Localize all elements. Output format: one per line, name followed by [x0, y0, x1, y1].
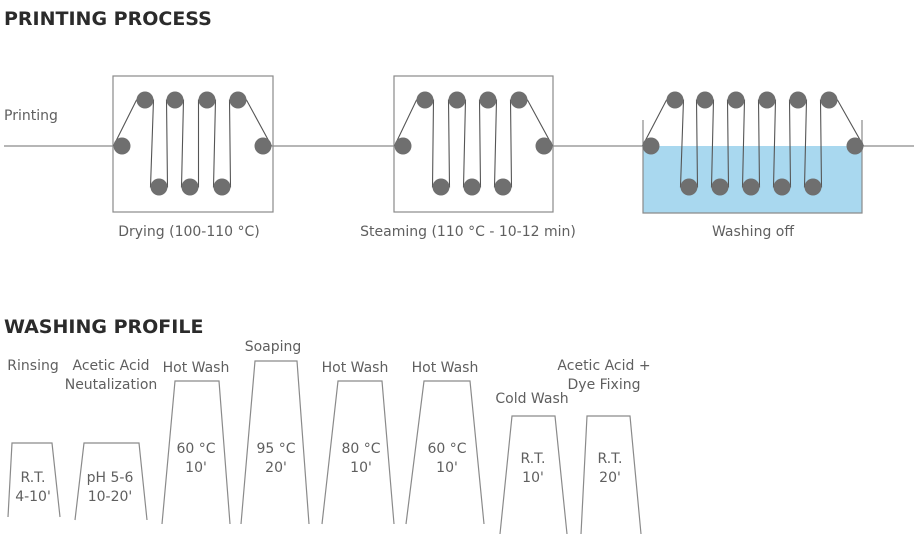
washing-step-condition: 20': [599, 470, 621, 486]
entry-roller: [394, 137, 412, 155]
washing-step-condition: 4-10': [15, 489, 51, 505]
exit-roller: [535, 137, 553, 155]
drying-rollers: [113, 91, 272, 196]
steaming-chamber: [393, 75, 554, 213]
washing-step-name: Hot Wash: [163, 360, 230, 376]
entry-roller: [642, 137, 660, 155]
bottom-roller: [773, 178, 791, 196]
washing-step-condition: R.T.: [597, 451, 622, 467]
top-roller: [479, 91, 497, 109]
bottom-roller: [181, 178, 199, 196]
washing-step-condition: 20': [265, 460, 287, 476]
printing-process-title: PRINTING PROCESS: [4, 8, 212, 30]
top-roller: [166, 91, 184, 109]
washing-off-label: Washing off: [712, 224, 794, 240]
steaming-rollers: [394, 91, 553, 196]
printing-input-label: Printing: [4, 108, 58, 124]
washing-step-name: Hot Wash: [322, 360, 389, 376]
bottom-roller: [463, 178, 481, 196]
washing-step-outline: [74, 442, 148, 521]
washing-step-outline: [580, 415, 642, 535]
top-roller: [666, 91, 684, 109]
exit-roller: [254, 137, 272, 155]
washing-step-name: Neutalization: [65, 377, 158, 393]
top-roller: [229, 91, 247, 109]
washing-step-condition: 95 °C: [256, 441, 295, 457]
top-roller: [198, 91, 216, 109]
washing-step-outline: [499, 415, 568, 535]
washing-step-condition: 10': [436, 460, 458, 476]
washing-step-outline: [161, 380, 231, 525]
top-roller: [820, 91, 838, 109]
washing-step-condition: 10': [522, 470, 544, 486]
top-roller: [727, 91, 745, 109]
top-roller: [448, 91, 466, 109]
top-roller: [758, 91, 776, 109]
washing-step: Hot Wash 60 °C 10': [405, 360, 485, 525]
washing-step-condition: R.T.: [20, 470, 45, 486]
top-roller: [696, 91, 714, 109]
washing-step: Hot Wash 60 °C 10': [161, 360, 231, 525]
bottom-roller: [494, 178, 512, 196]
bottom-roller: [804, 178, 822, 196]
washing-step-name: Acetic Acid: [73, 358, 150, 374]
washing-tank: [642, 120, 863, 214]
washing-step: Soaping 95 °C 20': [240, 339, 310, 525]
steaming-label: Steaming (110 °C - 10-12 min): [360, 224, 576, 240]
washing-step-name: Hot Wash: [412, 360, 479, 376]
washing-step-name: Dye Fixing: [568, 377, 641, 393]
bottom-roller: [213, 178, 231, 196]
drying-label: Drying (100-110 °C): [118, 224, 260, 240]
top-roller: [510, 91, 528, 109]
entry-roller: [113, 137, 131, 155]
washing-step-condition: 60 °C: [176, 441, 215, 457]
exit-roller: [846, 137, 864, 155]
bottom-roller: [742, 178, 760, 196]
drying-unit: [112, 75, 274, 213]
washing-profile-title: WASHING PROFILE: [4, 316, 203, 338]
fabric-belt: [394, 99, 553, 188]
washing-step-condition: 10': [350, 460, 372, 476]
steaming-unit: [393, 75, 554, 213]
washing-step-name: Rinsing: [7, 358, 58, 374]
washing-step-condition: R.T.: [520, 451, 545, 467]
bottom-roller: [150, 178, 168, 196]
top-roller: [136, 91, 154, 109]
washing-step-condition: 10-20': [88, 489, 133, 505]
washing-step-outline: [405, 380, 485, 525]
washing-step: Hot Wash 80 °C 10': [321, 360, 395, 525]
washing-step-name: Acetic Acid +: [557, 358, 650, 374]
washing-step-outline: [7, 442, 61, 518]
fabric-belt: [113, 99, 272, 188]
washing-step-condition: 80 °C: [341, 441, 380, 457]
washing-step-name: Soaping: [245, 339, 302, 355]
drying-chamber: [112, 75, 274, 213]
washing-step-condition: 10': [185, 460, 207, 476]
top-roller: [416, 91, 434, 109]
bottom-roller: [432, 178, 450, 196]
bottom-roller: [680, 178, 698, 196]
washing-step-outline: [321, 380, 395, 525]
washing-rollers: [642, 91, 864, 196]
washing-unit: [642, 91, 864, 214]
top-roller: [789, 91, 807, 109]
bottom-roller: [711, 178, 729, 196]
washing-step-outline: [240, 360, 310, 525]
washing-step-name: Cold Wash: [495, 391, 568, 407]
washing-step-condition: pH 5-6: [87, 470, 134, 486]
washing-step-condition: 60 °C: [427, 441, 466, 457]
